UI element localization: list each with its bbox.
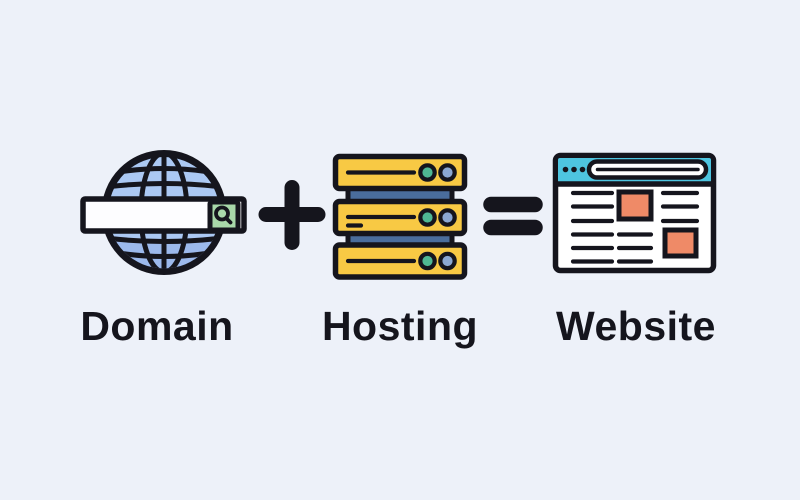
server-unit (332, 153, 468, 192)
led-blue (438, 163, 457, 182)
plus-icon (258, 180, 326, 250)
content-text-lines-right (660, 190, 700, 224)
led-green (418, 163, 437, 182)
equals-icon (483, 196, 543, 236)
led-green (418, 208, 437, 227)
window-dots-icon (562, 166, 586, 173)
globe-search-icon (80, 150, 247, 275)
server-unit (332, 198, 468, 237)
server-unit (332, 242, 468, 280)
website-label: Website (556, 303, 716, 349)
led-blue (438, 208, 457, 227)
content-text-lines-middle (616, 232, 654, 264)
browser-window-icon (552, 152, 717, 274)
led-blue (438, 251, 457, 271)
image-tile-bottom (662, 227, 699, 259)
content-text-lines-left (570, 190, 615, 264)
magnifier-icon (214, 205, 233, 225)
image-tile-top (616, 189, 654, 222)
hosting-label: Hosting (321, 303, 479, 349)
led-green (418, 251, 437, 271)
domain-search-bar (80, 196, 247, 234)
domain-label: Domain (80, 303, 234, 349)
server-stack-icon (332, 153, 468, 280)
